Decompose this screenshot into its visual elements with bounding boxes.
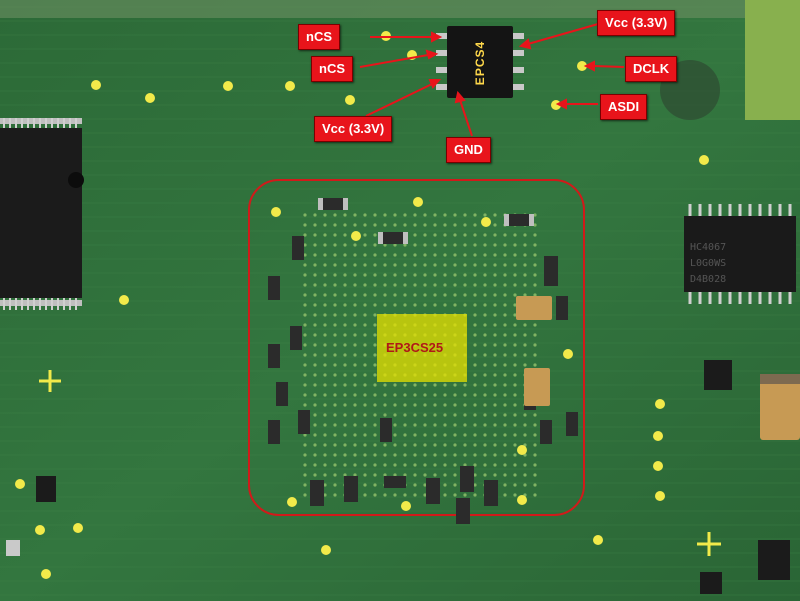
- fpga-label: EP3CS25: [386, 340, 444, 355]
- epcs4-flash-chip: [436, 26, 524, 98]
- callout-vcc-right: Vcc (3.3V): [597, 10, 676, 36]
- callout-arrows: [359, 23, 625, 137]
- fpga-highlight: [377, 314, 467, 382]
- callout-dclk: DCLK: [625, 56, 678, 82]
- right-soic-chip: HC4067 L0G0WS D4B028: [684, 204, 796, 304]
- copper-pad-top-right: [745, 0, 800, 120]
- svg-text:D4B028: D4B028: [690, 274, 726, 285]
- callout-vcc-left: Vcc (3.3V): [314, 116, 393, 142]
- callout-asdi: ASDI: [600, 94, 648, 120]
- callout-ncs-top: nCS: [298, 24, 340, 50]
- fpga-outline: [248, 179, 585, 516]
- svg-text:L0G0WS: L0G0WS: [690, 258, 726, 269]
- left-qfp-chip: [0, 118, 84, 310]
- callout-gnd: GND: [446, 137, 491, 163]
- fiducial-crosses: [39, 370, 721, 556]
- test-pads: [15, 31, 709, 579]
- epcs4-label: EPCS4: [473, 40, 487, 86]
- svg-text:HC4067: HC4067: [690, 242, 726, 253]
- callout-ncs-bottom: nCS: [311, 56, 353, 82]
- smd-components: [268, 198, 578, 524]
